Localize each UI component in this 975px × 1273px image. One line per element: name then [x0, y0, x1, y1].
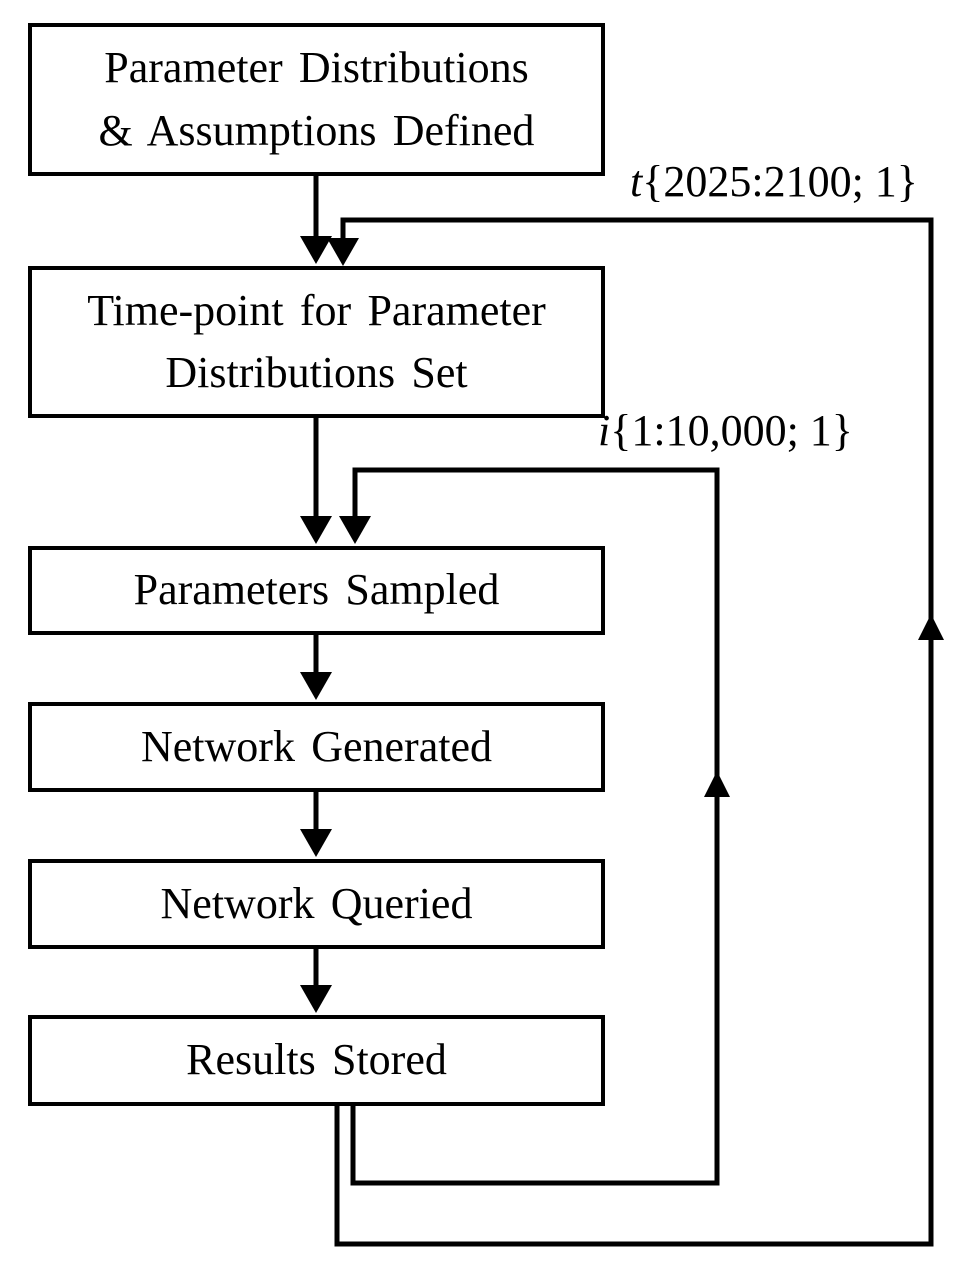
i-loop-range: {1:10,000; 1}: [610, 406, 853, 455]
arrowhead-down-icon: [300, 829, 332, 857]
box-label-line: Parameter Distributions: [104, 43, 529, 93]
t-loop-label: t{2025:2100; 1}: [630, 157, 918, 206]
box-label-line: & Assumptions Defined: [98, 105, 535, 155]
t-loop-variable: t: [630, 157, 643, 206]
box-label-line: Network Generated: [140, 721, 492, 771]
arrowhead-down-icon: [339, 516, 371, 544]
flow-box-network-queried: Network Queried: [28, 859, 605, 949]
arrow-box4-to-box5: [300, 790, 332, 857]
arrowhead-down-icon: [300, 985, 332, 1013]
box-label-line: Results Stored: [186, 1035, 447, 1085]
box-label-line: Time-point for Parameter: [87, 285, 546, 335]
arrowhead-down-icon: [300, 236, 332, 264]
t-loop-path: [327, 217, 944, 1247]
i-loop-path: [339, 467, 730, 1186]
arrowhead-down-icon: [327, 238, 359, 266]
t-loop-wire: [334, 217, 934, 1247]
i-loop-label: i{1:10,000; 1}: [598, 406, 853, 455]
arrowhead-down-icon: [300, 672, 332, 700]
flow-box-time-point: Time-point for Parameter Distributions S…: [28, 266, 605, 418]
flow-box-network-generated: Network Generated: [28, 702, 605, 792]
flow-box-results-stored: Results Stored: [28, 1015, 605, 1106]
flow-box-parameters-sampled: Parameters Sampled: [28, 546, 605, 635]
arrow-box1-to-box2: [300, 174, 332, 264]
arrowhead-up-icon: [918, 614, 944, 640]
arrow-box5-to-box6: [300, 947, 332, 1013]
arrowhead-up-icon: [704, 771, 730, 797]
box-label-line: Network Queried: [160, 878, 473, 928]
i-loop-variable: i: [598, 406, 611, 455]
i-loop-wire: [350, 467, 720, 1186]
arrow-box2-to-box3: [300, 416, 332, 544]
t-loop-range: {2025:2100; 1}: [642, 157, 918, 206]
arrow-box3-to-box4: [300, 633, 332, 700]
box-label-line: Distributions Set: [165, 348, 468, 397]
box-label-line: Parameters Sampled: [133, 565, 500, 615]
arrowhead-down-icon: [300, 516, 332, 544]
flow-box-parameter-distributions: Parameter Distributions & Assumptions De…: [28, 23, 605, 176]
